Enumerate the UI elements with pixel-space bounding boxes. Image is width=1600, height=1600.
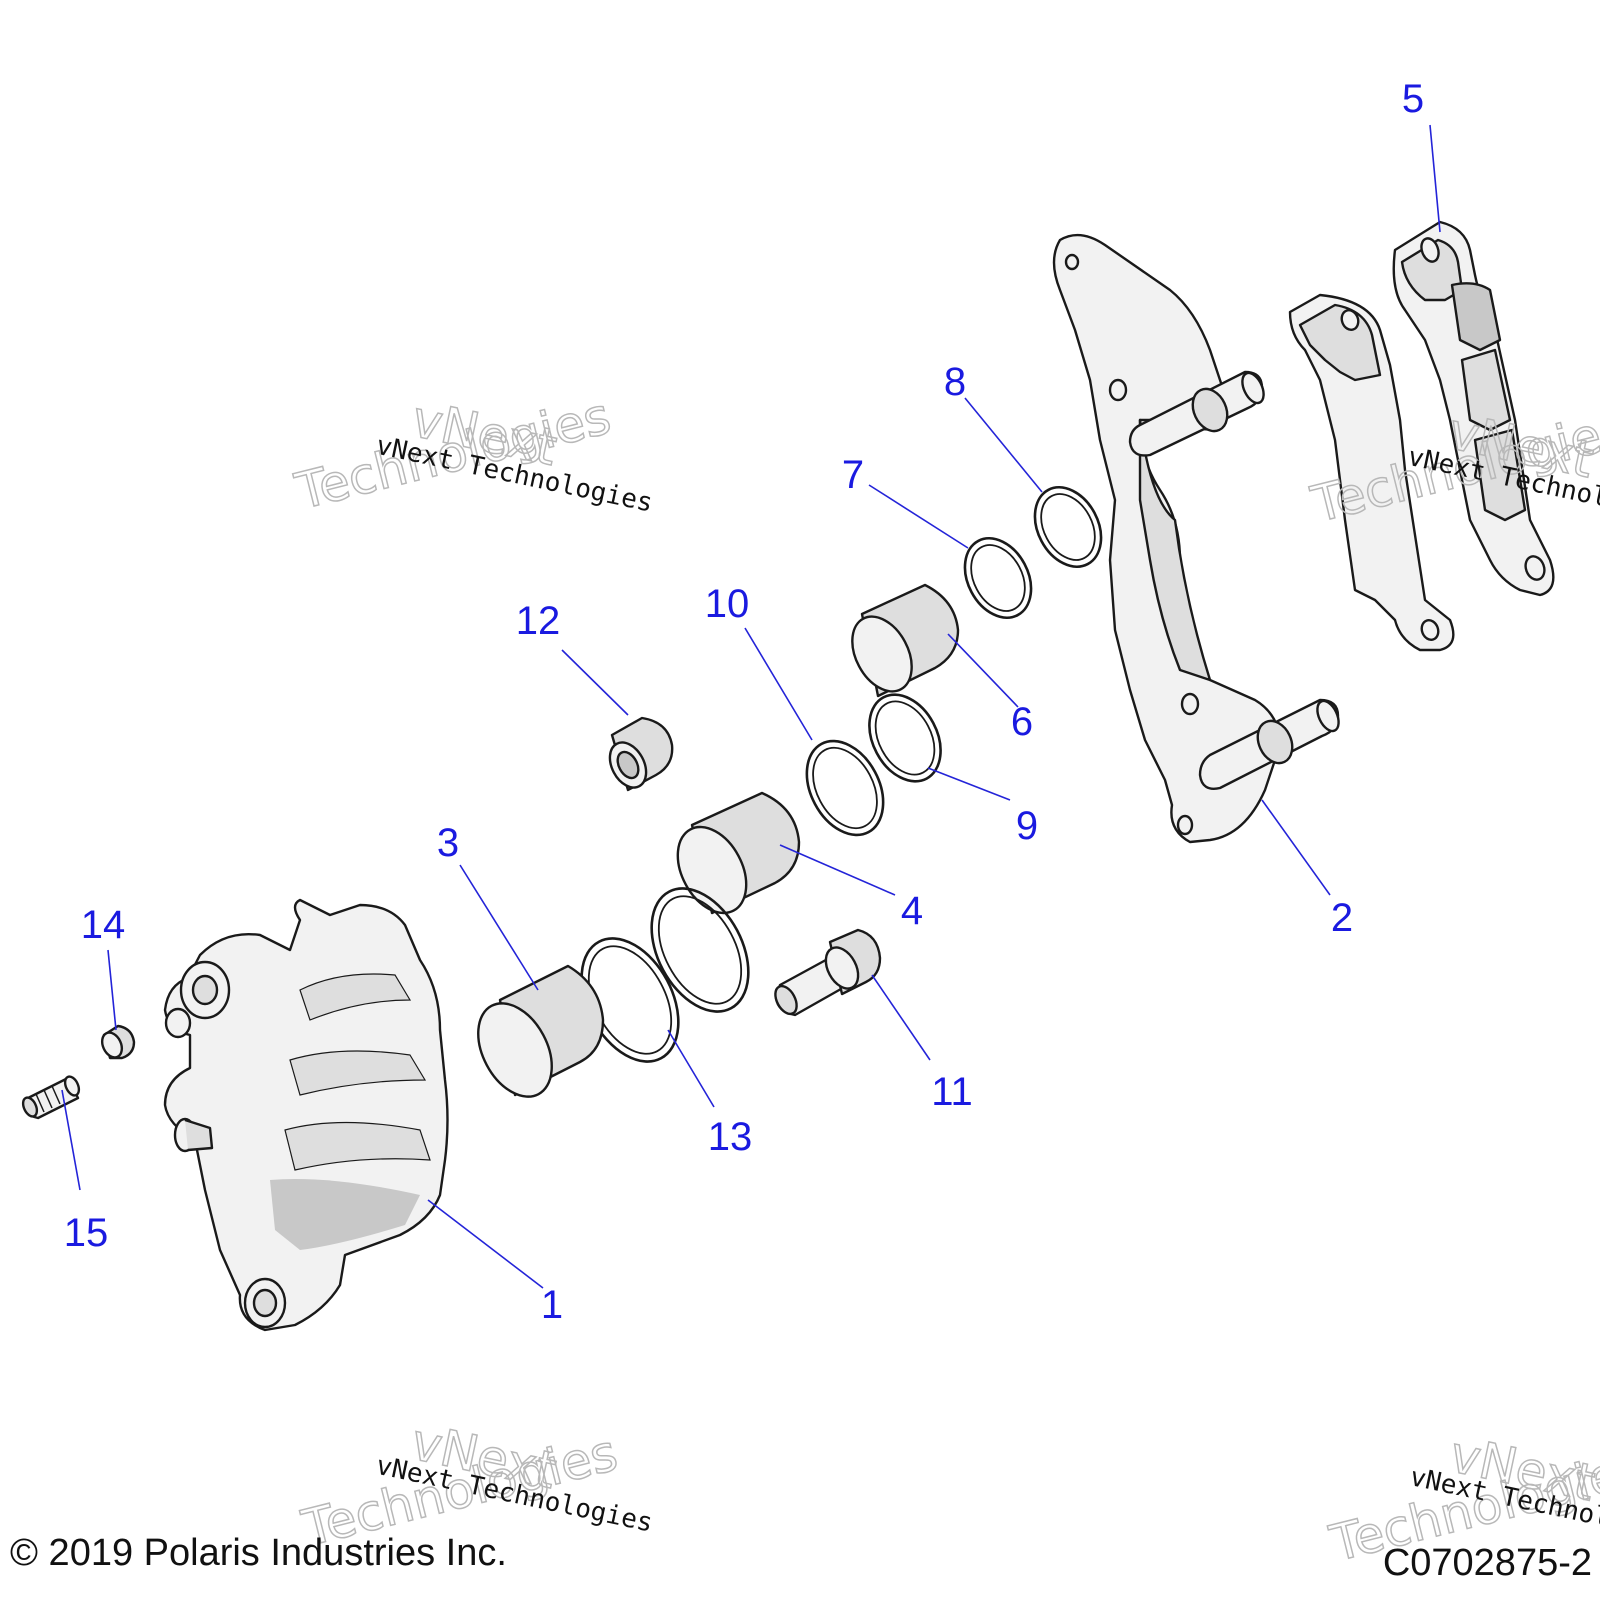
callout-2: 2	[1331, 896, 1353, 940]
callout-5: 5	[1402, 77, 1424, 121]
callout-13: 13	[708, 1115, 753, 1159]
callout-15: 15	[64, 1211, 109, 1255]
part-seal-8	[1033, 486, 1103, 568]
callout-9: 9	[1016, 804, 1038, 848]
callout-6: 6	[1011, 700, 1033, 744]
callout-11: 11	[931, 1070, 973, 1114]
part-piston-4	[676, 791, 801, 915]
callout-8: 8	[944, 360, 966, 404]
part-cap-14	[100, 1024, 136, 1060]
part-boot-12	[608, 716, 674, 792]
part-seal-7	[963, 537, 1033, 619]
part-seal-9	[868, 693, 942, 783]
part-piston-6	[851, 583, 960, 698]
leader-lines	[61, 124, 1441, 1289]
callout-1: 1	[541, 1283, 563, 1327]
part-brake-pad-outer	[1392, 220, 1555, 597]
callout-10: 10	[705, 582, 750, 626]
part-caliper-body	[163, 898, 449, 1332]
callout-12: 12	[516, 599, 561, 643]
part-brake-pad-inner	[1288, 293, 1455, 652]
part-seal-10	[805, 739, 885, 837]
part-bleeder-15	[21, 1075, 81, 1120]
callout-3: 3	[437, 821, 459, 865]
part-seal-13b	[650, 887, 750, 1013]
callout-4: 4	[901, 889, 923, 933]
callout-labels: 5 8 7 10 12 6 9 4 2 3 14 11 13 15 1	[64, 77, 1424, 1327]
part-guide-pin-11	[774, 928, 882, 1017]
callout-14: 14	[81, 903, 126, 947]
callout-7: 7	[842, 453, 864, 497]
part-piston-3	[477, 964, 605, 1098]
figure-id: C0702875-2	[1383, 1542, 1592, 1584]
part-caliper-bracket	[1052, 233, 1340, 844]
watermark-top-left: vNext Technologies vNext Technologies	[289, 386, 655, 522]
copyright-text: © 2019 Polaris Industries Inc.	[10, 1532, 507, 1574]
